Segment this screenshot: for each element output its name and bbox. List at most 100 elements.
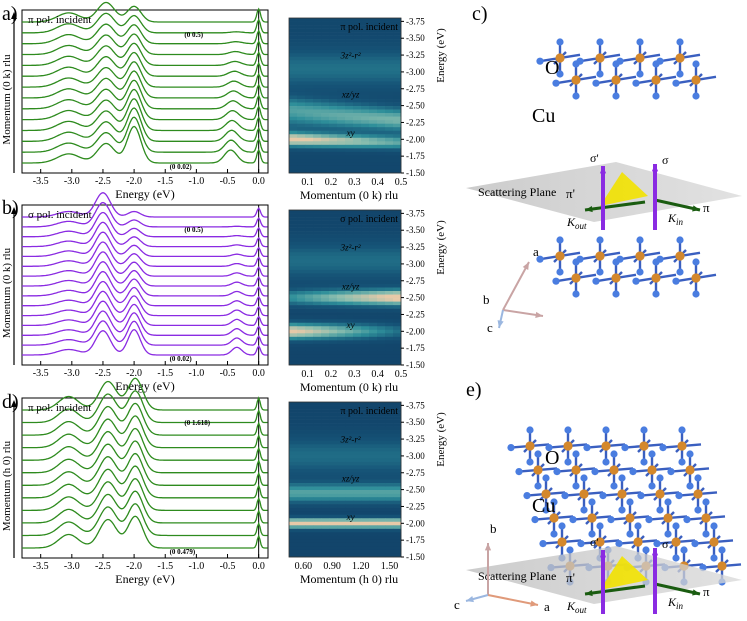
heatmap-cell	[385, 322, 394, 327]
heatmap-cell	[297, 158, 306, 163]
heatmap-cell	[297, 231, 306, 235]
heatmap-cell	[393, 238, 402, 242]
heatmap-cell	[297, 419, 306, 424]
heatmap-cell	[305, 56, 314, 61]
heatmap-cell	[393, 483, 402, 487]
oxygen-atom	[637, 492, 645, 500]
heatmap-cell	[377, 437, 386, 442]
heatmap-cell	[337, 507, 346, 512]
heatmap-cell	[289, 53, 298, 58]
heatmap-cell	[377, 109, 386, 114]
heatmap-cell	[345, 116, 354, 121]
heatmap-cell	[297, 444, 306, 449]
oxygen-atom	[596, 268, 604, 276]
heatmap-cell	[289, 468, 298, 473]
heatmap-cell	[289, 18, 298, 22]
heatmap-cell	[345, 106, 354, 110]
heatmap-cell	[297, 63, 306, 68]
heatmap-cell	[393, 528, 402, 533]
heatmap-cell	[369, 245, 378, 250]
heatmap-cell	[321, 245, 330, 250]
heatmap-cell	[321, 210, 330, 214]
heatmap-cell	[289, 273, 298, 278]
heatmap-cell	[353, 109, 362, 114]
heatmap-cell	[385, 217, 394, 221]
heatmap-cell	[377, 447, 386, 452]
heatmap-cell	[297, 333, 306, 338]
heatmap-cell	[289, 220, 298, 225]
heatmap-cell	[289, 63, 298, 68]
heatmap-cell	[345, 46, 354, 50]
oxygen-atom	[676, 236, 684, 244]
heatmap-cell	[313, 437, 322, 442]
copper-atom	[571, 465, 581, 475]
heatmap-cell	[305, 49, 314, 54]
heatmap-cell	[385, 53, 394, 58]
heatmap-cell	[353, 416, 362, 420]
heatmap-cell	[305, 127, 314, 132]
heatmap-cell	[361, 39, 370, 43]
heatmap-cell	[393, 539, 402, 544]
heatmap-cell	[369, 28, 378, 33]
heatmap-cell	[369, 409, 378, 413]
heatmap-cell	[361, 127, 370, 132]
heatmap-cell	[313, 301, 322, 306]
oxygen-atom	[566, 546, 574, 554]
heatmap-cell	[329, 507, 338, 512]
heatmap-cell	[377, 56, 386, 61]
heatmap-cell	[377, 461, 386, 466]
heatmap-cell	[313, 25, 322, 29]
heatmap-cell	[313, 165, 322, 170]
heatmap-cell	[377, 451, 386, 456]
heatmap-cell	[337, 468, 346, 473]
heatmap-cell	[289, 308, 298, 313]
heatmap-cell	[313, 454, 322, 459]
heatmap-cell	[369, 461, 378, 466]
heatmap-cell	[321, 486, 330, 491]
y-tick-label: -2.00	[406, 134, 425, 144]
heatmap-cell	[297, 532, 306, 537]
heatmap-cell	[289, 269, 298, 274]
heatmap-cell	[369, 102, 378, 107]
heatmap-cell	[297, 354, 306, 359]
heatmap-cell	[337, 319, 346, 324]
heatmap-cell	[337, 155, 346, 160]
copper-atom	[691, 75, 701, 85]
heatmap-cell	[337, 141, 346, 146]
heatmap-cell	[313, 336, 322, 341]
heatmap-cell	[353, 518, 362, 523]
heatmap-cell	[361, 497, 370, 501]
heatmap-cell	[353, 113, 362, 117]
panel-label-e: e)	[466, 379, 482, 401]
heatmap-cell	[385, 63, 394, 68]
heatmap-cell	[369, 162, 378, 167]
heatmap-cell	[297, 91, 306, 96]
heatmap-cell	[377, 70, 386, 75]
heatmap-cell	[369, 21, 378, 26]
heatmap-cell	[289, 521, 298, 526]
heatmap-cell	[353, 336, 362, 341]
heatmap-cell	[393, 465, 402, 470]
heatmap-cell	[345, 440, 354, 445]
heatmap-cell	[393, 213, 402, 218]
heatmap-cell	[337, 336, 346, 341]
heatmap-cell	[361, 95, 370, 100]
heatmap-cell	[353, 454, 362, 459]
heatmap-cell	[353, 497, 362, 501]
heatmap-cell	[393, 266, 402, 271]
k-in-arrow	[654, 582, 701, 596]
heatmap-cell	[289, 234, 298, 239]
heatmap-cell	[321, 340, 330, 345]
heatmap-cell	[369, 155, 378, 160]
heatmap-cell	[353, 444, 362, 449]
heatmap-cell	[385, 67, 394, 72]
heatmap-cell	[361, 493, 370, 498]
copper-atom	[587, 513, 597, 523]
heatmap-cell	[305, 255, 314, 260]
heatmap-cell	[305, 252, 314, 257]
heatmap-cell	[377, 137, 386, 142]
heatmap-cell	[289, 213, 298, 218]
heatmap-cell	[297, 437, 306, 442]
heatmap-cell	[345, 514, 354, 519]
heatmap-cell	[313, 241, 322, 246]
